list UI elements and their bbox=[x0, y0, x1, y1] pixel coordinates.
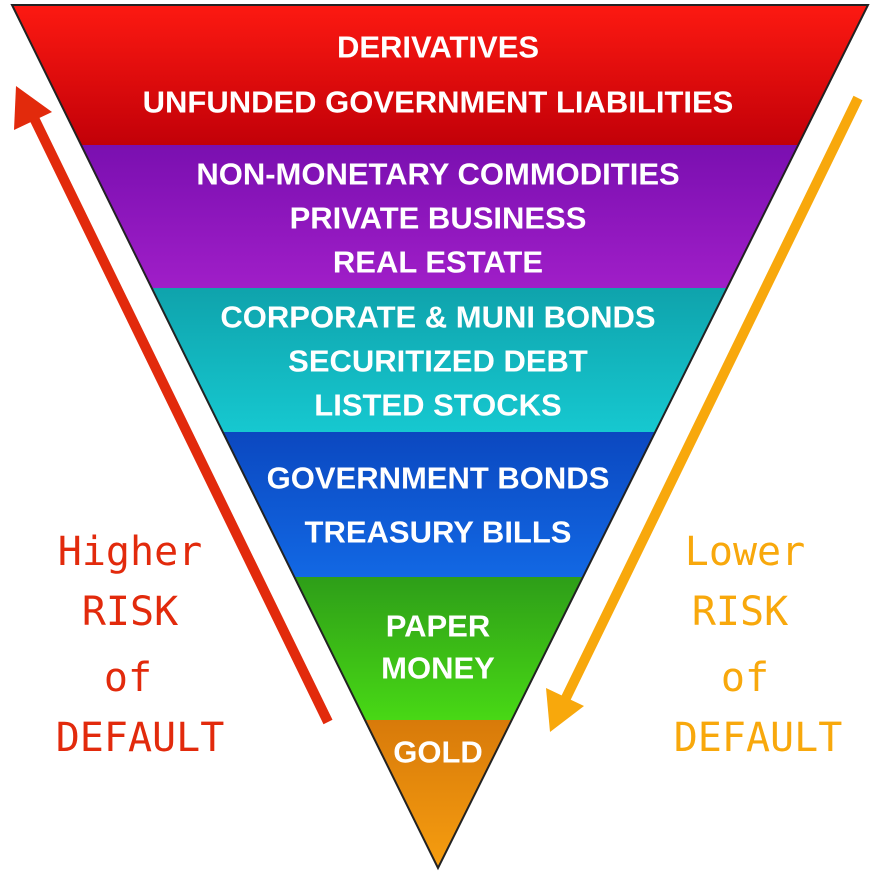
lower-risk-arrow-icon bbox=[546, 95, 863, 732]
band-label: MONEY bbox=[381, 651, 495, 686]
band-label: PRIVATE BUSINESS bbox=[290, 201, 587, 236]
band-label: UNFUNDED GOVERNMENT LIABILITIES bbox=[143, 85, 734, 120]
pyramid-outline bbox=[10, 4, 870, 871]
band-red bbox=[12, 5, 868, 145]
higher-risk-arrow-icon bbox=[14, 86, 333, 725]
lower-risk-label: Lower RISK of DEFAULT bbox=[674, 529, 843, 761]
side-label-line: DEFAULT bbox=[56, 715, 225, 761]
side-label-line: DEFAULT bbox=[674, 715, 843, 761]
side-label-line: RISK bbox=[82, 589, 178, 635]
side-label-line: Lower bbox=[685, 529, 805, 575]
band-label: CORPORATE & MUNI BONDS bbox=[220, 300, 655, 335]
band-label: TREASURY BILLS bbox=[305, 515, 572, 550]
band-label: GOLD bbox=[393, 735, 483, 770]
band-label: GOVERNMENT BONDS bbox=[267, 461, 610, 496]
band-label: REAL ESTATE bbox=[333, 245, 543, 280]
side-label-line: Higher bbox=[58, 529, 203, 575]
side-label-line: RISK bbox=[692, 589, 788, 635]
band-label: NON-MONETARY COMMODITIES bbox=[196, 157, 679, 192]
band-label: PAPER bbox=[386, 609, 491, 644]
side-label-line: of bbox=[721, 655, 769, 701]
band-purple bbox=[12, 145, 868, 288]
band-label: DERIVATIVES bbox=[337, 30, 539, 65]
band-label: SECURITIZED DEBT bbox=[288, 344, 588, 379]
band-label: LISTED STOCKS bbox=[314, 388, 561, 423]
higher-risk-label: Higher RISK of DEFAULT bbox=[56, 529, 225, 761]
side-label-line: of bbox=[104, 655, 152, 701]
